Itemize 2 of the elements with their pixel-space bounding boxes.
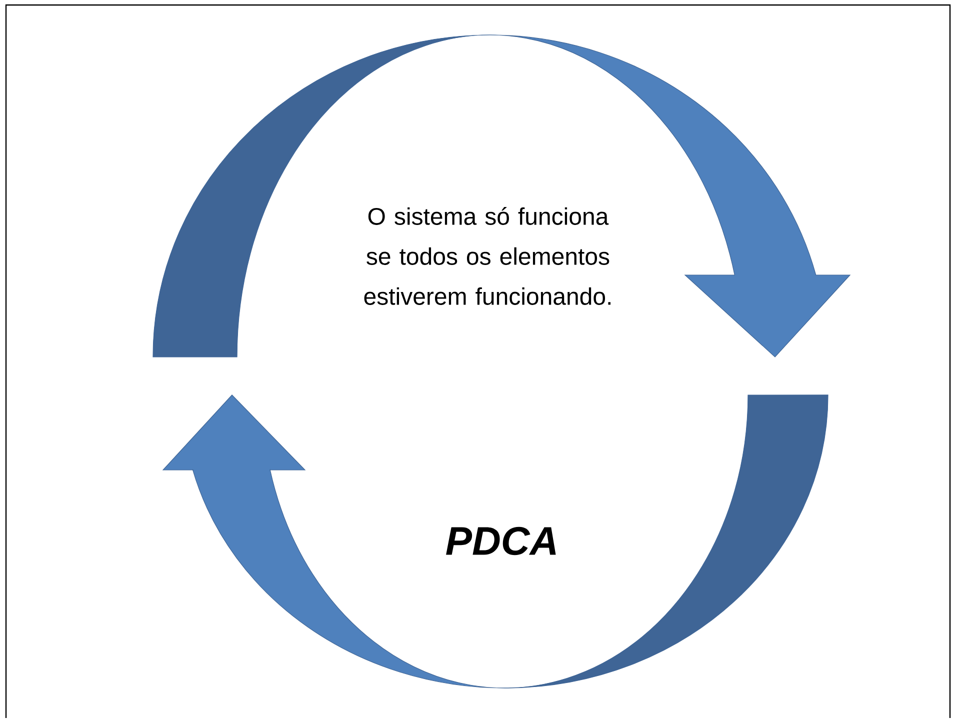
- cycle-label: PDCA: [446, 526, 556, 556]
- statement-text: O sistema só funciona se todos os elementos estiverem funcionando.: [364, 207, 610, 305]
